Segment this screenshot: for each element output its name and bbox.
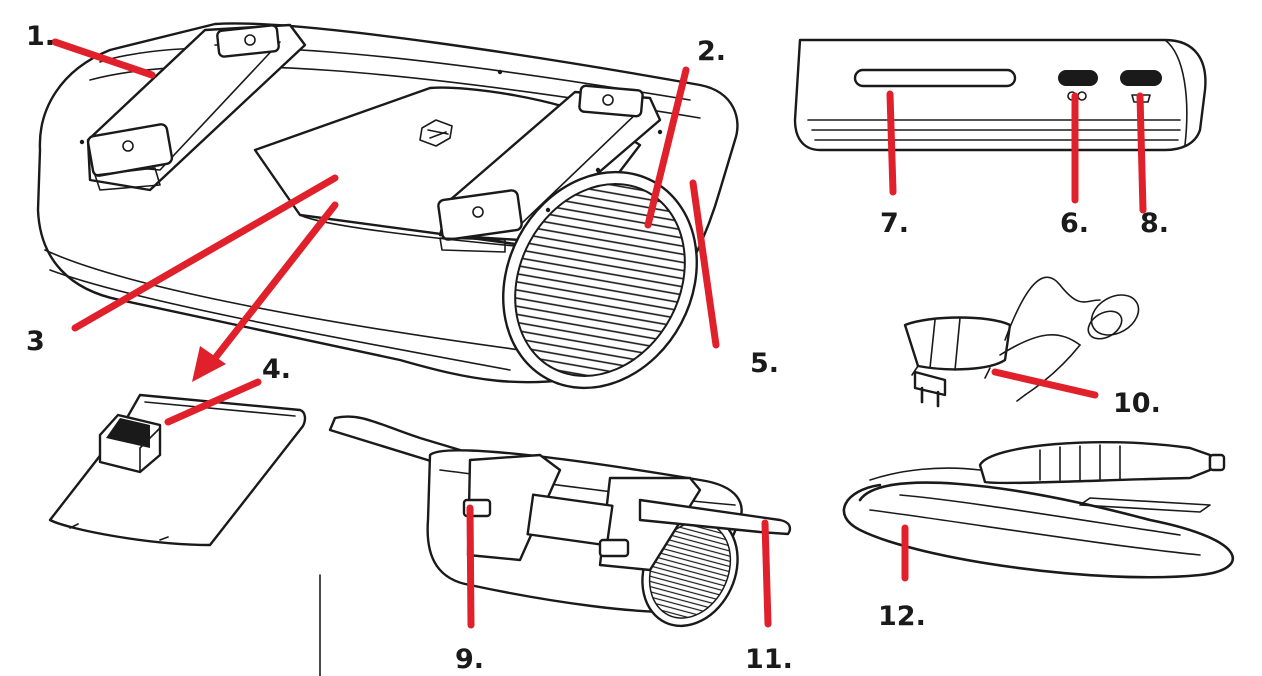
pointer-line-9 [466, 504, 475, 629]
pointer-line-7 [886, 90, 897, 196]
battery-connector [98, 413, 162, 474]
power-adapter [903, 276, 1140, 408]
usb-slot [853, 68, 1017, 88]
callout-label-12: 12. [878, 601, 926, 632]
strap-holder-left [86, 23, 307, 192]
battery-cover-panel [48, 393, 307, 547]
pointer-line-11 [761, 519, 772, 628]
brand-emblem-icon [419, 119, 453, 147]
pointer-line-1 [51, 38, 156, 79]
pointer-line-8 [1136, 92, 1147, 214]
strap-holder-right [437, 84, 662, 253]
pointer-line-5 [689, 179, 720, 349]
callout-label-5: 5. [750, 348, 779, 379]
callout-label-1: 1. [26, 21, 55, 52]
pointer-arrow-head [192, 346, 226, 382]
callout-label-2: 2. [697, 36, 726, 67]
pointer-arrow-shaft [208, 201, 339, 366]
pointer-line-2 [644, 66, 690, 229]
power-switch [1058, 70, 1098, 86]
pointer-line-4 [164, 378, 262, 426]
speaker-with-belt [328, 415, 792, 628]
callout-label-4: 4. [262, 354, 291, 385]
callout-label-10: 10. [1113, 388, 1161, 419]
pointer-line-10 [991, 368, 1099, 399]
car-charger-cable [842, 440, 1235, 579]
callout-label-11: 11. [745, 644, 793, 675]
callout-pointers [51, 38, 1147, 629]
callout-label-8: 8. [1140, 208, 1169, 239]
pointer-line-3 [71, 174, 339, 332]
aux-switch [1120, 70, 1162, 86]
callout-label-6: 6. [1060, 208, 1089, 239]
speaker-side-view [793, 38, 1207, 152]
callout-label-9: 9. [455, 644, 484, 675]
callout-label-3: 3 [26, 326, 45, 357]
callout-label-7: 7. [880, 208, 909, 239]
speaker-main-unit [36, 22, 739, 390]
